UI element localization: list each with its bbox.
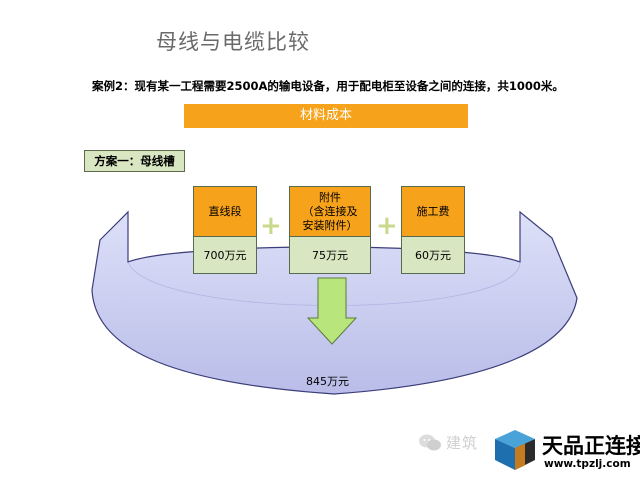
cost-item-straight-section: 直线段 700万元: [193, 186, 257, 274]
plan-label: 方案一：母线槽: [84, 150, 185, 172]
page-title: 母线与电缆比较: [156, 30, 310, 54]
watermark: 建筑: [418, 432, 478, 453]
down-arrow: [306, 277, 358, 345]
cube-logo-icon: [495, 430, 535, 470]
case-description: 案例2：现有某一工程需要2500A的输电设备，用于配电柜至设备之间的连接，共10…: [92, 79, 564, 93]
brand-name: 天品正连接: [542, 434, 640, 458]
item-name-line: 安装附件）: [302, 218, 358, 232]
item-name-line: （含连接及: [302, 204, 358, 218]
cost-item-accessories: 附件 （含连接及 安装附件） 75万元: [289, 186, 371, 274]
item-name: 直线段: [208, 204, 242, 218]
brand-url: www.tpzlj.com: [544, 458, 631, 470]
item-value: 60万元: [402, 237, 464, 273]
item-value: 75万元: [290, 237, 370, 273]
item-name: 施工费: [416, 204, 450, 218]
plus-icon: +: [260, 211, 282, 241]
plus-icon: +: [376, 211, 398, 241]
item-name-line: 附件: [319, 190, 341, 204]
cost-item-construction: 施工费 60万元: [401, 186, 465, 274]
wechat-icon: [419, 434, 441, 450]
item-value: 700万元: [194, 237, 256, 273]
total-cost: 845万元: [306, 375, 349, 388]
watermark-text: 建筑: [446, 434, 479, 452]
cost-header-bar: 材料成本: [184, 104, 468, 128]
